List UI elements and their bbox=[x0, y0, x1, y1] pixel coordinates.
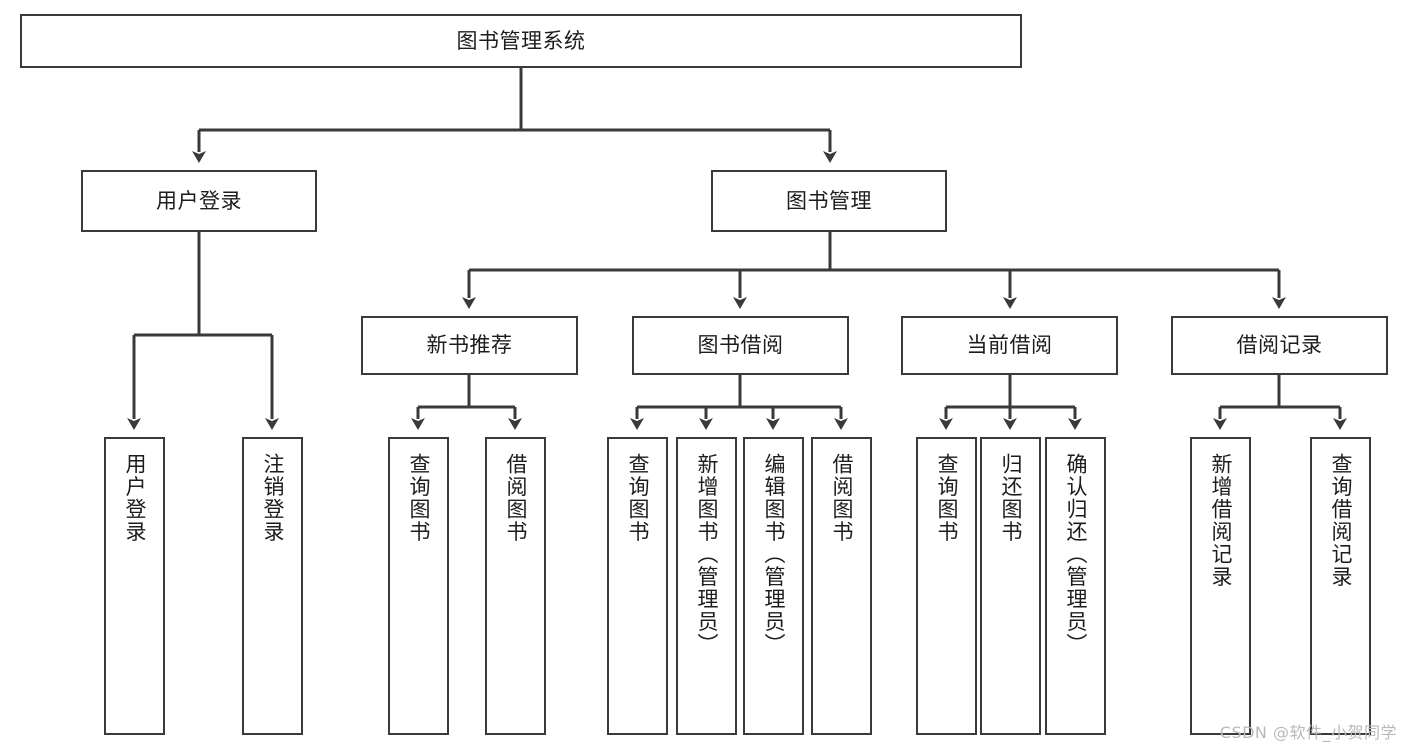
node-borrow-record[interactable]: 借阅记录 bbox=[1171, 316, 1388, 375]
node-book-borrow[interactable]: 图书借阅 bbox=[632, 316, 849, 375]
node-book-borrow-label: 图书借阅 bbox=[697, 333, 784, 358]
node-borrow-record-label: 借阅记录 bbox=[1236, 333, 1323, 358]
leaf-borrow-query-book-label: 查询图书 bbox=[626, 453, 650, 543]
leaf-user-login-signout-label: 注销登录 bbox=[261, 453, 285, 543]
leaf-record-query-label: 查询借阅记录 bbox=[1329, 453, 1353, 588]
node-user-login[interactable]: 用户登录 bbox=[81, 170, 317, 232]
leaf-borrow-edit-book-label: 编辑图书（管理员） bbox=[762, 453, 786, 656]
node-current-borrow[interactable]: 当前借阅 bbox=[901, 316, 1118, 375]
node-root-system[interactable]: 图书管理系统 bbox=[20, 14, 1022, 68]
leaf-user-login-signout[interactable]: 注销登录 bbox=[242, 437, 303, 735]
leaf-new-book-query-label: 查询图书 bbox=[407, 453, 431, 543]
node-new-book-recommend[interactable]: 新书推荐 bbox=[361, 316, 578, 375]
csdn-watermark: CSDN @软件_小贺同学 bbox=[1219, 723, 1397, 742]
leaf-user-login-signin[interactable]: 用户登录 bbox=[104, 437, 165, 735]
leaf-current-query-book[interactable]: 查询图书 bbox=[916, 437, 977, 735]
node-current-borrow-label: 当前借阅 bbox=[966, 333, 1053, 358]
leaf-new-book-borrow[interactable]: 借阅图书 bbox=[485, 437, 546, 735]
node-user-login-label: 用户登录 bbox=[156, 188, 242, 213]
leaf-current-query-book-label: 查询图书 bbox=[935, 453, 959, 543]
leaf-current-return-book-label: 归还图书 bbox=[999, 453, 1023, 543]
node-book-management-label: 图书管理 bbox=[786, 188, 872, 213]
leaf-borrow-add-book-label: 新增图书（管理员） bbox=[695, 453, 719, 656]
leaf-current-confirm-return[interactable]: 确认归还（管理员） bbox=[1045, 437, 1106, 735]
leaf-current-confirm-return-label: 确认归还（管理员） bbox=[1064, 453, 1088, 656]
leaf-borrow-edit-book[interactable]: 编辑图书（管理员） bbox=[743, 437, 804, 735]
node-root-system-label: 图书管理系统 bbox=[456, 28, 586, 53]
leaf-borrow-borrow-book-label: 借阅图书 bbox=[830, 453, 854, 543]
leaf-record-add-label: 新增借阅记录 bbox=[1209, 453, 1233, 588]
leaf-current-return-book[interactable]: 归还图书 bbox=[980, 437, 1041, 735]
node-new-book-recommend-label: 新书推荐 bbox=[426, 333, 513, 358]
leaf-borrow-query-book[interactable]: 查询图书 bbox=[607, 437, 668, 735]
leaf-record-add[interactable]: 新增借阅记录 bbox=[1190, 437, 1251, 735]
leaf-new-book-borrow-label: 借阅图书 bbox=[504, 453, 528, 543]
node-book-management[interactable]: 图书管理 bbox=[711, 170, 947, 232]
leaf-user-login-signin-label: 用户登录 bbox=[123, 453, 147, 543]
leaf-record-query[interactable]: 查询借阅记录 bbox=[1310, 437, 1371, 735]
leaf-new-book-query[interactable]: 查询图书 bbox=[388, 437, 449, 735]
leaf-borrow-borrow-book[interactable]: 借阅图书 bbox=[811, 437, 872, 735]
leaf-borrow-add-book[interactable]: 新增图书（管理员） bbox=[676, 437, 737, 735]
